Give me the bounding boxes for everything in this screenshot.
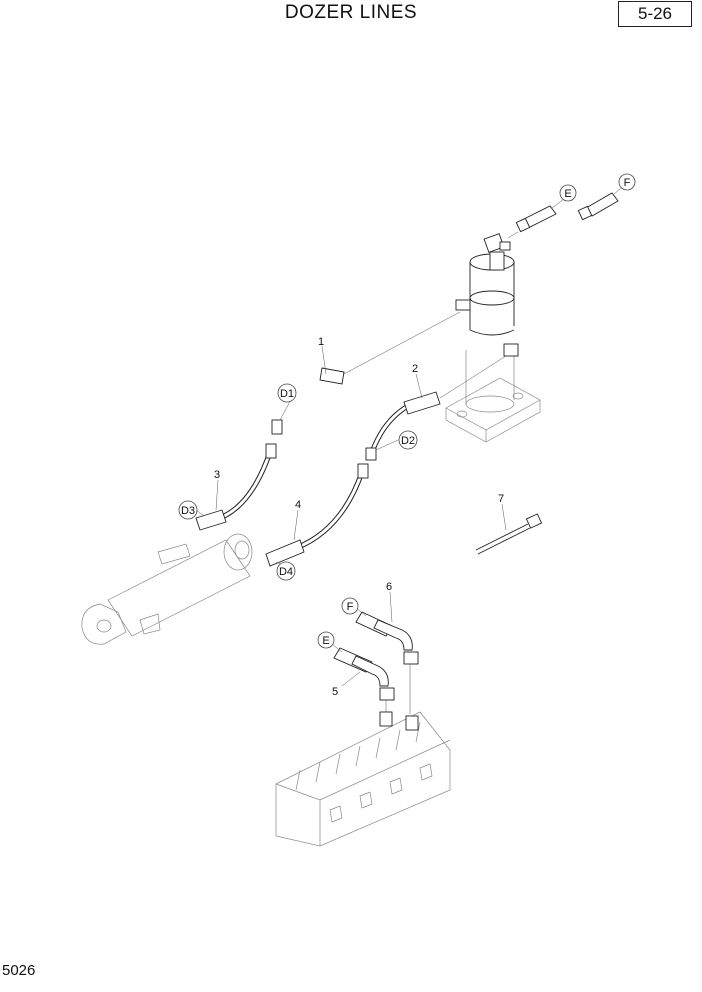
control-valve: [275, 711, 451, 847]
svg-text:F: F: [624, 177, 631, 189]
diagram-code: 5026: [2, 962, 36, 979]
ref-d2: D2: [398, 430, 418, 450]
ref-d3: D3: [178, 500, 198, 520]
cable-tie-7: [475, 513, 543, 555]
ref-d4: D4: [276, 561, 296, 581]
page-title: DOZER LINES: [284, 2, 418, 23]
svg-text:E: E: [564, 188, 571, 200]
svg-text:D2: D2: [401, 435, 415, 447]
svg-text:D1: D1: [280, 388, 294, 400]
ref-f-lower: F: [341, 597, 359, 615]
fitting-f-upper: [577, 192, 619, 221]
swivel-joint: [445, 233, 541, 443]
fitting-6: [355, 611, 419, 665]
page-reference-box: 5-26: [618, 1, 692, 27]
callout-6: 6: [386, 581, 392, 593]
svg-text:F: F: [347, 601, 354, 613]
ref-d1: D1: [277, 383, 297, 403]
callout-2: 2: [412, 363, 418, 375]
hose-4: [265, 463, 369, 567]
ref-f-upper: F: [618, 173, 636, 191]
svg-text:E: E: [322, 635, 329, 647]
ref-e-lower: E: [317, 631, 335, 649]
fitting-5: [333, 647, 395, 701]
callout-4: 4: [295, 499, 301, 511]
callout-labels: 1 2 3 4 5 6 7: [214, 336, 504, 698]
reference-circles: D1 D2 D3 D4 E F F E: [178, 173, 636, 649]
svg-text:D3: D3: [181, 505, 195, 517]
hose-3: [195, 443, 277, 531]
callout-5: 5: [332, 686, 338, 698]
ref-e-upper: E: [559, 184, 577, 202]
callout-1: 1: [318, 336, 324, 348]
fitting-e-upper: [507, 205, 557, 239]
hose-2: [365, 355, 507, 461]
callout-3: 3: [214, 469, 220, 481]
dozer-cylinder: [81, 533, 253, 645]
callout-7: 7: [498, 493, 504, 505]
svg-text:D4: D4: [279, 566, 293, 578]
hose-1: [271, 311, 461, 435]
